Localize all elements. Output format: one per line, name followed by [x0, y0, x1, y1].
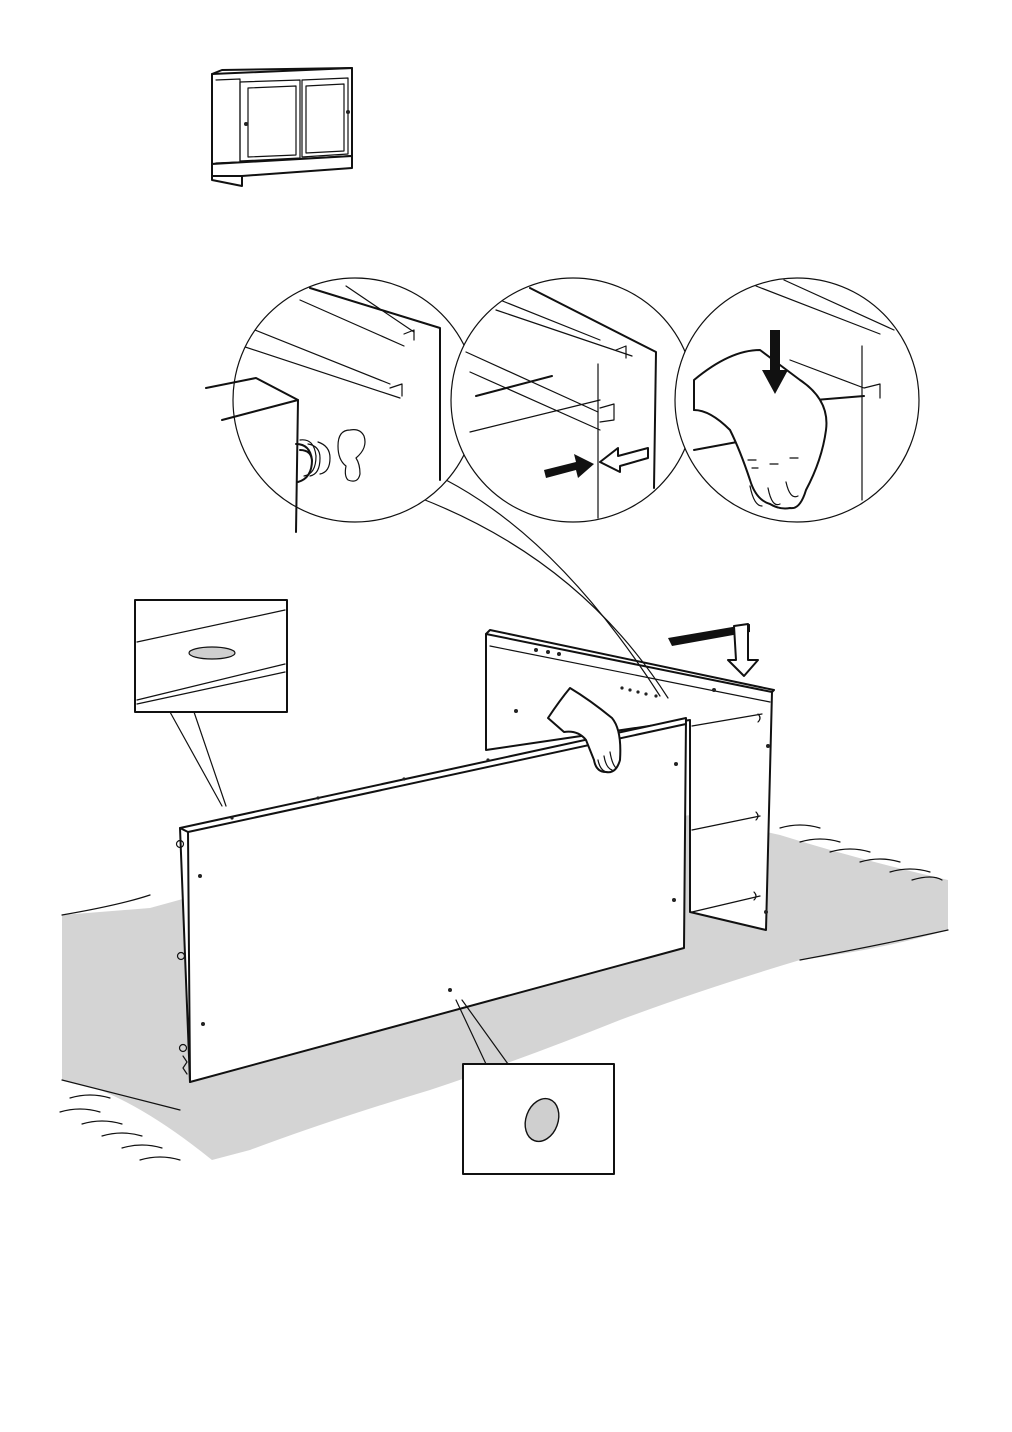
detail-circle-push — [450, 277, 696, 523]
detail-box-bottom — [462, 1063, 615, 1175]
detail-circle-cam-lock — [205, 277, 478, 533]
detail-box-top — [134, 599, 288, 713]
detail-circle-press — [674, 277, 920, 523]
press-down-arrow-icon — [762, 330, 788, 394]
hint-arrow-icon — [599, 447, 649, 473]
cabinet-thumbnail-icon — [211, 67, 353, 187]
front-panel — [175, 717, 687, 1083]
slide-arrow-icon — [668, 623, 759, 677]
push-arrow-icon — [544, 454, 594, 478]
hand-icon — [547, 687, 622, 774]
callout-lines — [169, 479, 669, 1065]
